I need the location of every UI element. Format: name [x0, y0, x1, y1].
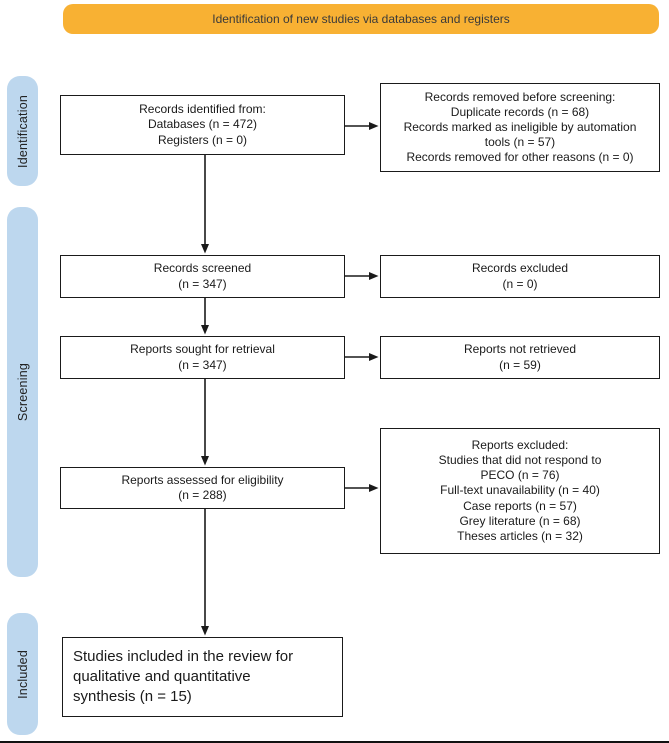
title-banner: Identification of new studies via databa… — [63, 4, 659, 34]
box-reports-excluded: Reports excluded: Studies that did not r… — [380, 428, 660, 554]
box-reports-not-retrieved: Reports not retrieved (n = 59) — [380, 336, 660, 379]
box-records-excluded: Records excluded (n = 0) — [380, 255, 660, 298]
figure-bottom-border — [0, 741, 669, 743]
stage-label-screening: Screening — [7, 207, 38, 577]
box-reports-sought-for-retrieval: Reports sought for retrieval (n = 347) — [60, 336, 345, 379]
stage-label-included: Included — [7, 613, 38, 735]
box-records-identified: Records identified from: Databases (n = … — [60, 95, 345, 155]
box-reports-assessed-for-eligibility: Reports assessed for eligibility (n = 28… — [60, 467, 345, 509]
box-records-screened: Records screened (n = 347) — [60, 255, 345, 298]
stage-label-identification: Identification — [7, 76, 38, 186]
title-banner-label: Identification of new studies via databa… — [212, 12, 510, 26]
box-studies-included: Studies included in the review for quali… — [62, 637, 343, 717]
stage-label-screening-text: Screening — [15, 362, 30, 422]
stage-label-identification-text: Identification — [15, 94, 30, 168]
stage-label-included-text: Included — [15, 649, 30, 699]
box-records-removed-before-screening: Records removed before screening: Duplic… — [380, 83, 660, 172]
